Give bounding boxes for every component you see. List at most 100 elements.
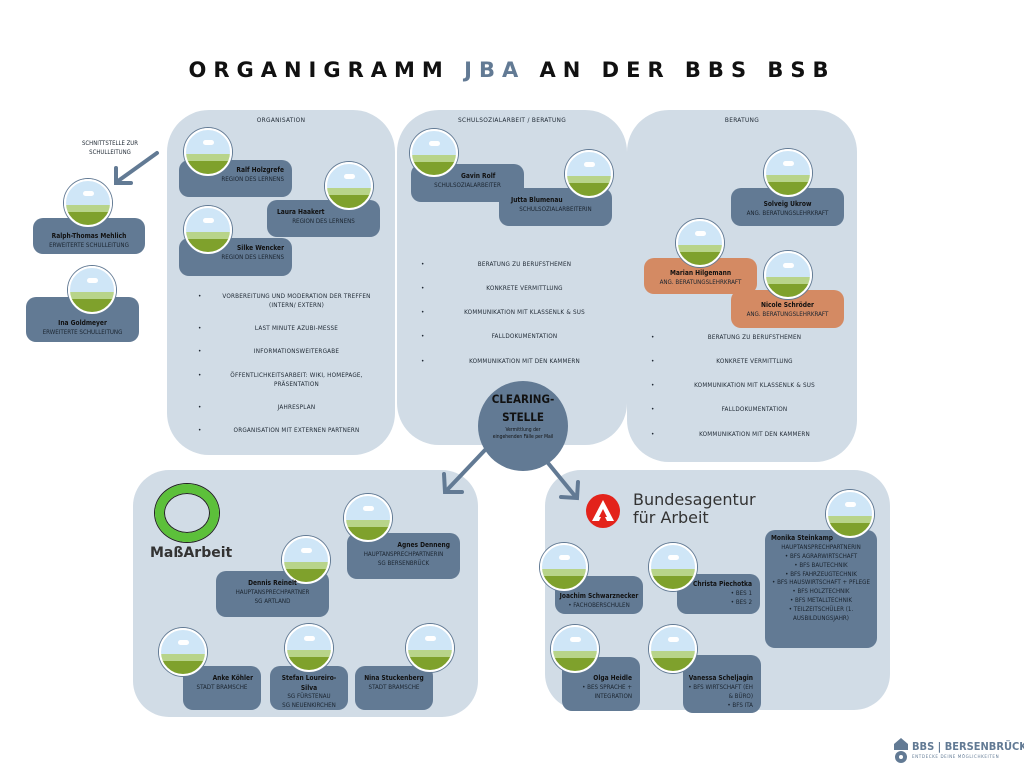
person-name: Ralph-Thomas Mehlich xyxy=(51,232,127,240)
task-text: JAHRESPLAN xyxy=(277,403,316,411)
task-text: BERATUNG ZU BERUFSTHEMEN xyxy=(707,334,802,341)
interface-note: SCHNITTSTELLE ZUR SCHULLEITUNG xyxy=(81,140,139,156)
task-item: LAST MINUTE AZUBI-MESSE xyxy=(198,324,385,333)
person-role: • BES 1 xyxy=(730,589,752,597)
person-name: Laura Haakert xyxy=(277,208,325,216)
task-item: BERATUNG ZU BERUFSTHEMEN xyxy=(421,260,618,269)
avatar-placeholder-icon xyxy=(184,128,232,176)
person-role: ANG. BERATUNGSLEHRKRAFT xyxy=(746,310,829,318)
task-item: KOMMUNIKATION MIT KLASSENLK & SUS xyxy=(421,308,618,317)
task-text: LAST MINUTE AZUBI-MESSE xyxy=(254,325,339,333)
avatar-placeholder-icon xyxy=(285,624,333,672)
person-role: HAUPTANSPRECHPARTNERIN xyxy=(781,543,861,551)
person-role: SG FÜRSTENAU xyxy=(287,693,331,701)
organisation-task-list: VORBEREITUNG UND MODERATION DER TREFFEN … xyxy=(198,292,385,449)
task-text: VORBEREITUNG UND MODERATION DER TREFFEN … xyxy=(222,293,371,310)
person-card: Vanessa Scheljagin• BFS WIRTSCHAFT (EH &… xyxy=(683,655,761,713)
task-text: KOMMUNIKATION MIT KLASSENLK & SUS xyxy=(464,309,585,317)
person-name: Nicole Schröder xyxy=(761,301,814,309)
avatar-placeholder-icon xyxy=(676,219,724,267)
page-title: ORGANIGRAMM JBA AN DER BBS BSB xyxy=(188,58,836,82)
person-name: Ralf Holzgrefe xyxy=(236,166,284,174)
person-role: • FACHOBERSCHULEN xyxy=(568,601,630,609)
person-name: Nina Stuckenberg xyxy=(364,674,424,682)
person-role: STADT BRAMSCHE xyxy=(368,683,420,691)
person-name: Solveig Ukrow xyxy=(763,200,812,208)
avatar-placeholder-icon xyxy=(344,494,392,542)
person-name: Stefan Loureiro-Silva xyxy=(281,674,337,692)
task-item: KONKRETE VERMITTLUNG xyxy=(421,284,618,293)
avatar-placeholder-icon xyxy=(764,149,812,197)
avatar-placeholder-icon xyxy=(764,251,812,299)
clearing-stelle: CLEARING-STELLE Vermittlung der eingehen… xyxy=(478,381,568,471)
task-item: KONKRETE VERMITTLUNG xyxy=(651,357,848,366)
bbs-logo: BBS | BERSENBRÜCK ENTDECKE DEINE MÖGLICH… xyxy=(893,738,1024,768)
person-name: Anke Köhler xyxy=(212,674,253,682)
person-role: • BFS ITA xyxy=(727,701,753,709)
avatar-placeholder-icon xyxy=(826,490,874,538)
beratung-task-list: BERATUNG ZU BERUFSTHEMEN KONKRETE VERMITT… xyxy=(651,333,848,454)
avatar-placeholder-icon xyxy=(551,625,599,673)
person-role: SCHULSOZIALARBEITER xyxy=(434,181,501,189)
avatar-placeholder-icon xyxy=(649,625,697,673)
person-name: Christa Piechotka xyxy=(693,580,752,588)
person-role: • BES SPRACHE + INTEGRATION xyxy=(582,683,632,700)
avatar-placeholder-icon xyxy=(184,206,232,254)
panel-title: ORGANISATION xyxy=(256,116,306,124)
person-role: ANG. BERATUNGSLEHRKRAFT xyxy=(659,278,742,286)
avatar-placeholder-icon xyxy=(565,150,613,198)
person-role: • TEILZEITSCHÜLER (1. AUSBILDUNGSJAHR) xyxy=(788,606,854,623)
person-role: • BFS FAHRZEUGTECHNIK xyxy=(785,570,857,578)
person-role: • BES 2 xyxy=(730,598,752,606)
task-text: INFORMATIONSWEITERGABE xyxy=(253,348,340,356)
person-name: Olga Heidle xyxy=(593,674,632,682)
person-role: REGION DES LERNENS xyxy=(221,253,284,261)
person-role: • BFS WIRTSCHAFT (EH & BÜRO) xyxy=(688,683,753,700)
person-role: • BFS AGRARWIRTSCHAFT xyxy=(784,552,858,560)
task-item: BERATUNG ZU BERUFSTHEMEN xyxy=(651,333,848,342)
person-role: ERWEITERTE SCHULLEITUNG xyxy=(42,328,123,336)
avatar-placeholder-icon xyxy=(406,624,454,672)
person-role: • BFS BAUTECHNIK xyxy=(794,561,848,569)
person-role: REGION DES LERNENS xyxy=(292,217,355,225)
task-item: KOMMUNIKATION MIT KLASSENLK & SUS xyxy=(651,381,848,390)
task-text: KOMMUNIKATION MIT DEN KAMMERN xyxy=(469,357,580,365)
task-text: KONKRETE VERMITTLUNG xyxy=(486,285,563,293)
avatar-placeholder-icon xyxy=(282,536,330,584)
person-name: Vanessa Scheljagin xyxy=(688,674,753,682)
task-text: KONKRETE VERMITTLUNG xyxy=(716,358,793,366)
task-item: INFORMATIONSWEITERGABE xyxy=(198,347,385,356)
task-text: KOMMUNIKATION MIT KLASSENLK & SUS xyxy=(694,382,815,390)
person-role: SG ARTLAND xyxy=(254,597,291,605)
bbs-emblem-icon xyxy=(894,738,908,763)
person-name: Gavin Rolf xyxy=(461,172,496,180)
person-role: • BFS HOLZTECHNIK xyxy=(792,588,850,596)
panel-title: SCHULSOZIALARBEIT / BERATUNG xyxy=(457,116,567,124)
person-role: HAUPTANSPRECHPARTNER xyxy=(235,588,310,596)
person-role: HAUPTANSPRECHPARTNERIN xyxy=(363,550,444,558)
task-text: BERATUNG ZU BERUFSTHEMEN xyxy=(477,261,572,268)
task-item: KOMMUNIKATION MIT DEN KAMMERN xyxy=(421,357,618,366)
task-item: JAHRESPLAN xyxy=(198,403,385,412)
person-role: ANG. BERATUNGSLEHRKRAFT xyxy=(746,209,829,217)
massarbeit-logo: MaßArbeit xyxy=(150,484,232,564)
avatar-placeholder-icon xyxy=(159,628,207,676)
person-name: Joachim Schwarznecker xyxy=(559,592,639,600)
person-role: • BFS HAUSWIRTSCHAFT + PFLEGE xyxy=(772,579,870,587)
task-item: FALLDOKUMENTATION xyxy=(651,405,848,414)
task-item: FALLDOKUMENTATION xyxy=(421,332,618,341)
avatar-placeholder-icon xyxy=(325,162,373,210)
person-name: Monika Steinkamp xyxy=(771,534,834,542)
person-name: Ina Goldmeyer xyxy=(58,319,107,327)
task-text: ORGANISATION MIT EXTERNEN PARTNERN xyxy=(233,426,360,434)
